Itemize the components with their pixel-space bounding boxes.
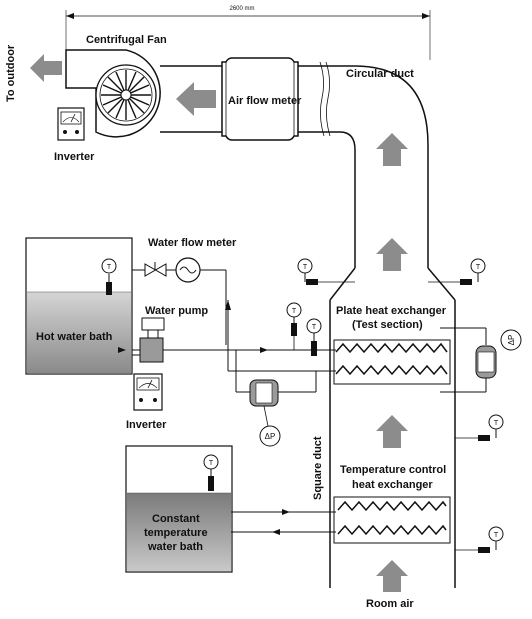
thermometer-icon-hot-bath: T [101, 258, 117, 295]
pump-inverter [133, 373, 163, 411]
thermometer-icon-water-inlet: T [286, 302, 302, 350]
constant-bath-pipe-arrows [272, 509, 290, 535]
flow-arrow-3 [376, 415, 408, 448]
circular-duct-label: Circular duct [346, 68, 414, 80]
water-flow-meter [175, 257, 201, 283]
water-flow-meter-label: Water flow meter [148, 237, 237, 249]
thermometer-symbol-duct-right: T [476, 264, 481, 271]
temp-control-label-line1: Temperature control [340, 464, 446, 476]
temperature-control-heat-exchanger [333, 496, 451, 544]
flow-arrow-2 [376, 238, 408, 271]
thermometers: T T T T T [101, 258, 504, 553]
test-section-dp-gauge: ΔP [440, 327, 522, 393]
centrifugal-fan-label: Centrifugal Fan [86, 34, 167, 46]
plate-heat-exchanger [333, 339, 451, 385]
flow-arrow-1 [376, 133, 408, 166]
water-dp-gauge: ΔP [249, 379, 281, 447]
hot-water-bath [25, 237, 133, 375]
pipe-arrows [118, 300, 268, 353]
thermometer-icon-duct-bottom-right: T [455, 526, 504, 553]
air-flow-meter [221, 57, 299, 141]
thermometer-symbol-water-outlet: T [312, 324, 317, 331]
upper-duct [160, 61, 429, 268]
fan-inverter-label: Inverter [54, 151, 95, 163]
duct-flow-arrows [376, 133, 408, 592]
pump-inverter-label: Inverter [126, 419, 167, 431]
dimension-line: 2600 mm [65, 6, 431, 60]
thermometer-symbol-duct-mid-right: T [494, 420, 499, 427]
thermometer-symbol-duct-bottom-right: T [494, 532, 499, 539]
dimension-label: 2600 mm [229, 6, 254, 12]
thermometer-icon-duct-mid-right: T [455, 414, 504, 441]
exhaust-flow-arrow [30, 54, 62, 82]
centrifugal-fan [65, 49, 161, 138]
fan-inverter [57, 107, 85, 141]
flow-arrow-4 [376, 560, 408, 592]
thermometer-icon-duct-left: T [297, 258, 355, 285]
const-bath-label-line3: water bath [147, 541, 203, 553]
plate-hx-label-line2: (Test section) [352, 319, 423, 331]
thermometer-icon-duct-right: T [428, 258, 486, 285]
plate-hx-label-line1: Plate heat exchanger [336, 305, 447, 317]
hot-water-bath-label: Hot water bath [36, 331, 113, 343]
water-pump-label: Water pump [145, 305, 208, 317]
thermometer-symbol-hot-bath: T [107, 264, 112, 271]
constant-bath-piping [231, 511, 336, 533]
const-bath-label-line2: temperature [144, 527, 208, 539]
water-piping [132, 269, 336, 393]
thermometer-icon-water-outlet: T [306, 318, 322, 356]
thermometer-symbol-const-bath: T [209, 460, 214, 467]
const-bath-label-line1: Constant [152, 513, 200, 525]
temp-control-label-line2: heat exchanger [352, 479, 433, 491]
constant-temperature-water-bath [125, 445, 233, 573]
water-dp-symbol: ΔP [265, 432, 276, 441]
water-pump [139, 317, 165, 363]
test-section-dp-symbol: ΔP [507, 335, 516, 346]
room-air-label: Room air [366, 598, 414, 610]
square-duct-label: Square duct [312, 436, 324, 500]
thermometer-symbol-duct-left: T [303, 264, 308, 271]
thermometer-symbol-water-inlet: T [292, 308, 297, 315]
square-duct [329, 267, 456, 588]
air-flow-meter-label: Air flow meter [228, 95, 302, 107]
upper-duct-flow-arrow [176, 82, 216, 116]
water-valve-icon [144, 262, 167, 277]
thermometer-icon-const-bath: T [203, 454, 219, 491]
to-outdoor-label: To outdoor [5, 44, 17, 102]
